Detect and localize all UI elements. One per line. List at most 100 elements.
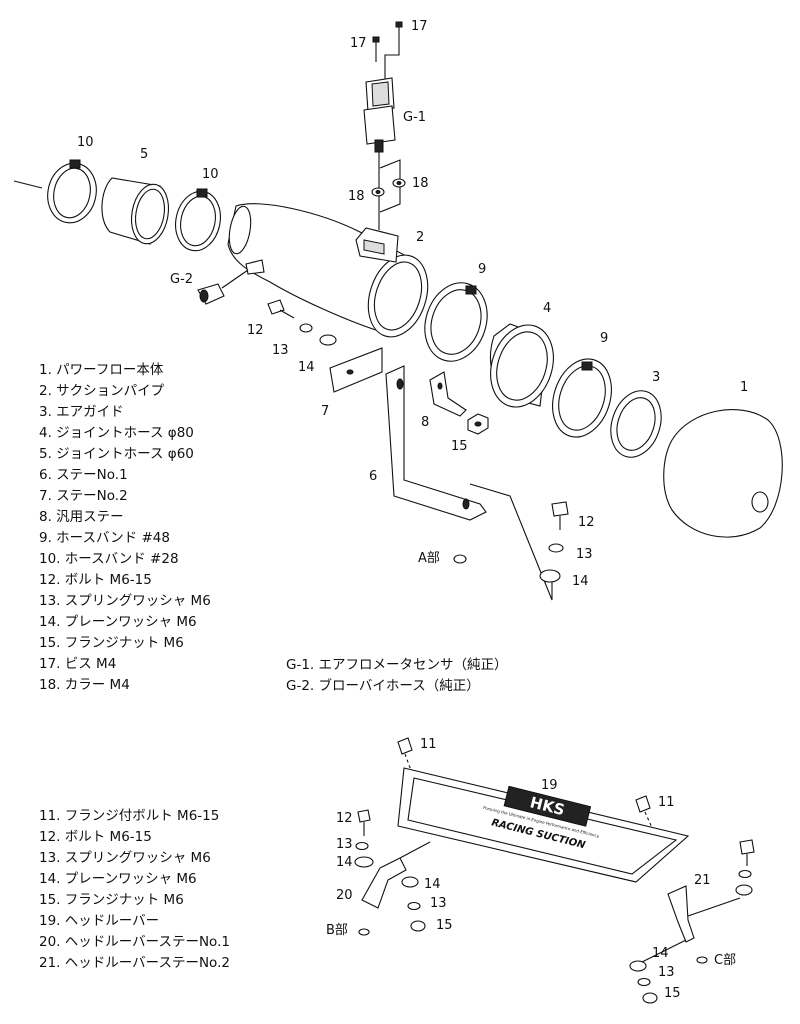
louver-parts-item: 12. ボルト M6-15: [39, 829, 152, 845]
callout-14e: 14: [652, 946, 669, 961]
parts-list-item: 9. ホースバンド #48: [39, 530, 170, 546]
suction-pipe-2: [227, 203, 429, 338]
callout-10a: 10: [77, 135, 94, 150]
louver-parts-item: 21. ヘッドルーバーステーNo.2: [39, 955, 230, 971]
parts-list-item: 12. ボルト M6-15: [39, 572, 152, 588]
parts-list-item: 7. ステーNo.2: [39, 488, 128, 504]
callout-5: 5: [140, 147, 148, 162]
louver-parts-item: 14. プレーンワッシャ M6: [39, 871, 197, 887]
plain-washer-14-upper: [319, 334, 337, 346]
genuine-parts-item: G-1. エアフロメータセンサ（純正）: [286, 657, 508, 673]
louver-parts-list: 11. フランジ付ボルト M6-15 12. ボルト M6-15 13. スプリ…: [39, 806, 230, 974]
louver-stay-21: [667, 885, 741, 943]
genuine-parts-list: G-1. エアフロメータセンサ（純正） G-2. ブローバイホース（純正）: [286, 655, 508, 697]
blow-by-hose-g2: [197, 269, 249, 305]
callout-g2: G-2: [170, 272, 193, 287]
callout-6: 6: [369, 469, 377, 484]
plain-washer-14-right: [735, 884, 753, 896]
leader-part-a: [469, 483, 553, 601]
callout-7: 7: [321, 404, 329, 419]
parts-list-item: 15. フランジナット M6: [39, 635, 184, 651]
callout-8: 8: [421, 415, 429, 430]
spring-washer-13-upper: [299, 323, 313, 333]
parts-list-item: 14. プレーンワッシャ M6: [39, 614, 197, 630]
callout-g1: G-1: [403, 110, 426, 125]
label-part-b: B部: [326, 923, 348, 938]
plain-washer-14-e: [629, 960, 647, 972]
label-part-a: A部: [418, 551, 440, 566]
callout-17b: 17: [411, 19, 428, 34]
flange-nut-15-upper: [467, 413, 489, 435]
callout-1: 1: [740, 380, 748, 395]
callout-4: 4: [543, 301, 551, 316]
callout-13d: 13: [430, 896, 447, 911]
label-part-c: C部: [714, 953, 736, 968]
louver-stay-20: [361, 841, 431, 909]
stay-7: [329, 347, 383, 393]
part-a-marker: [453, 554, 467, 564]
parts-list-item: 5. ジョイントホース φ60: [39, 446, 194, 462]
callout-12b: 12: [578, 515, 595, 530]
genuine-parts-item: G-2. ブローバイホース（純正）: [286, 678, 480, 694]
callout-12a: 12: [247, 323, 264, 338]
callout-15c: 15: [664, 986, 681, 1001]
callout-18b: 18: [412, 176, 429, 191]
callout-13e: 13: [658, 965, 675, 980]
flange-nut-15-b: [410, 920, 426, 932]
louver-parts-item: 19. ヘッドルーバー: [39, 913, 160, 929]
flange-nut-15-c: [642, 992, 658, 1004]
callout-2: 2: [416, 230, 424, 245]
callout-18a: 18: [348, 189, 365, 204]
part-c-marker: [696, 956, 708, 964]
parts-list-item: 18. カラー M4: [39, 677, 130, 693]
parts-list-item: 13. スプリングワッシャ M6: [39, 593, 211, 609]
callout-21: 21: [694, 873, 711, 888]
plain-washer-14-c: [401, 876, 419, 888]
plain-washer-14-b: [354, 856, 374, 868]
spring-washer-13-lower: [548, 543, 564, 553]
callout-15b: 15: [436, 918, 453, 933]
parts-list-item: 4. ジョイントホース φ80: [39, 425, 194, 441]
callout-15a: 15: [451, 439, 468, 454]
spring-washer-13-right: [738, 869, 752, 879]
plain-washer-14-lower: [539, 569, 561, 583]
callout-14c: 14: [336, 855, 353, 870]
callout-11a: 11: [420, 737, 437, 752]
hose-band-10-left: [47, 159, 97, 224]
bolt-12-upper: [267, 299, 295, 319]
callout-10b: 10: [202, 167, 219, 182]
bolt-12-lower: [551, 501, 569, 530]
parts-list: 1. パワーフロー本体 2. サクションパイプ 3. エアガイド 4. ジョイン…: [39, 360, 211, 696]
callout-12c: 12: [336, 811, 353, 826]
parts-list-item: 1. パワーフロー本体: [39, 362, 164, 378]
callout-13c: 13: [336, 837, 353, 852]
parts-list-item: 2. サクションパイプ: [39, 383, 165, 399]
callout-17a: 17: [350, 36, 367, 51]
hose-band-9-left: [424, 282, 488, 362]
parts-list-item: 10. ホースバンド #28: [39, 551, 179, 567]
bolt-12-bottom-left: [357, 809, 371, 836]
head-louver-19: HKS Pursuing the Ultimate in Engine Perf…: [397, 767, 690, 883]
callout-14a: 14: [298, 360, 315, 375]
parts-list-item: 3. エアガイド: [39, 404, 124, 420]
parts-list-item: 17. ビス M4: [39, 656, 117, 672]
callout-14b: 14: [572, 574, 589, 589]
stay-no1-6: [385, 365, 487, 521]
parts-list-item: 8. 汎用ステー: [39, 509, 124, 525]
joint-hose-5: [101, 177, 170, 245]
collar-18-group: [371, 159, 406, 213]
spring-washer-13-b: [355, 841, 369, 851]
air-guide-3: [610, 390, 662, 458]
callout-13a: 13: [272, 343, 289, 358]
callout-13b: 13: [576, 547, 593, 562]
louver-parts-item: 11. フランジ付ボルト M6-15: [39, 808, 220, 824]
louver-parts-item: 15. フランジナット M6: [39, 892, 184, 908]
screw-17-group: [372, 21, 403, 82]
airflow-meter-sensor-g1: [363, 77, 396, 230]
callout-14d: 14: [424, 877, 441, 892]
part-b-marker: [358, 928, 370, 936]
louver-parts-item: 20. ヘッドルーバーステーNo.1: [39, 934, 230, 950]
parts-list-item: 6. ステーNo.1: [39, 467, 128, 483]
hose-band-9-right: [552, 358, 612, 438]
